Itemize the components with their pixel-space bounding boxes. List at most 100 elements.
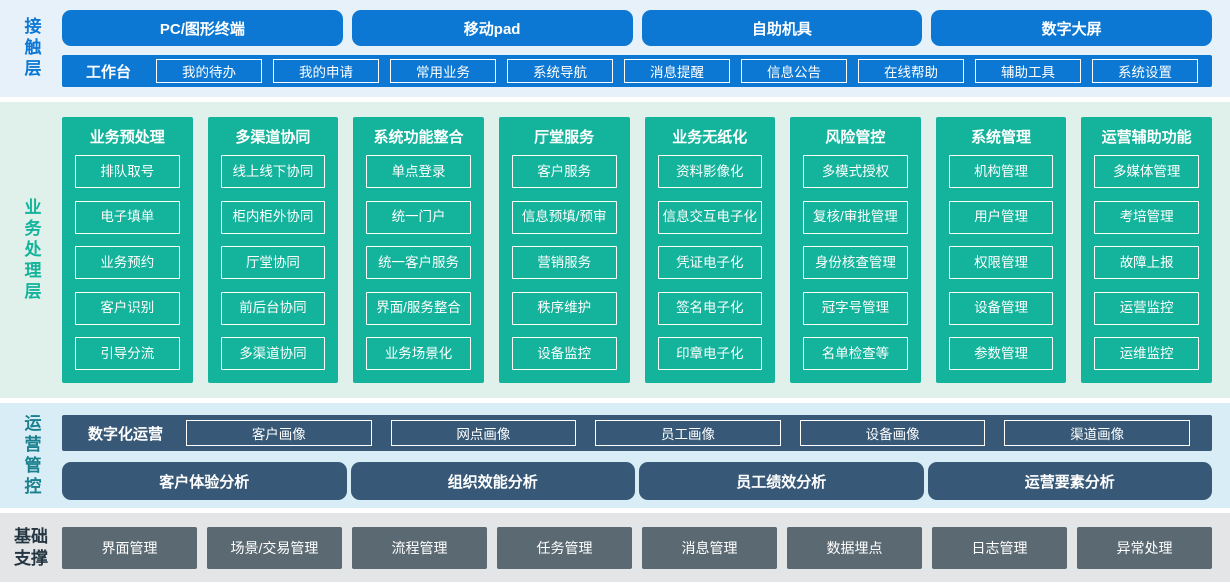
business-function-box: 设备管理 [948,291,1054,325]
business-function-box: 多模式授权 [803,155,908,188]
business-function-box: 凭证电子化 [657,246,763,279]
column-title: 业务无纸化 [672,129,748,146]
foundation-module: 任务管理 [497,526,632,569]
column-system-integration: 系统功能整合 单点登录统一门户统一客户服务界面/服务整合业务场景化 [353,117,484,383]
business-function-box: 业务预约 [75,246,180,279]
business-function-box: 考培管理 [1094,200,1199,234]
business-function-box: 机构管理 [948,155,1054,188]
terminal-button: 数字大屏 [931,10,1212,46]
profile-box: 员工画像 [595,420,781,446]
business-function-box: 资料影像化 [657,155,763,188]
digital-operations-label: 数字化运营 [88,425,164,443]
business-function-box: 信息预填/预审 [511,200,617,234]
band-divider [0,508,1230,513]
business-function-box: 前后台协同 [220,291,326,325]
business-layer-band: 业务处理层 业务预处理 排队取号电子填单业务预约客户识别引导分流 多渠道协同 线… [0,102,1230,398]
business-columns: 业务预处理 排队取号电子填单业务预约客户识别引导分流 多渠道协同 线上线下协同柜… [62,117,1212,383]
business-function-box: 信息交互电子化 [657,200,763,234]
foundation-row: 界面管理场景/交易管理流程管理任务管理消息管理数据埋点日志管理异常处理 [62,513,1212,582]
operations-content: 数字化运营 客户画像网点画像员工画像设备画像渠道画像 客户体验分析组织效能分析员… [62,403,1230,508]
terminal-button: PC/图形终端 [62,10,343,46]
analysis-button: 员工绩效分析 [639,462,924,500]
business-function-box: 厅堂协同 [220,246,326,279]
foundation-module: 数据埋点 [787,526,922,569]
foundation-module: 日志管理 [932,526,1067,569]
business-function-box: 秩序维护 [511,291,617,325]
digital-operations-bar: 数字化运营 客户画像网点画像员工画像设备画像渠道画像 [62,415,1212,451]
business-function-box: 单点登录 [366,155,471,188]
column-title: 风险管控 [825,129,886,146]
workbench-item: 系统导航 [507,59,614,83]
band-divider [0,97,1230,102]
foundation-band: 基础 支撑 界面管理场景/交易管理流程管理任务管理消息管理数据埋点日志管理异常处… [0,513,1230,582]
business-function-box: 运维监控 [1094,337,1199,370]
workbench-bar: 工作台 我的待办我的申请常用业务系统导航消息提醒信息公告在线帮助辅助工具系统设置 [62,55,1212,87]
business-function-box: 统一客户服务 [366,246,471,279]
column-business-preprocess: 业务预处理 排队取号电子填单业务预约客户识别引导分流 [62,117,193,383]
analysis-button: 客户体验分析 [62,462,347,500]
business-function-box: 参数管理 [948,337,1054,370]
business-function-box: 冠字号管理 [803,291,908,325]
operations-band: 运营管控 数字化运营 客户画像网点画像员工画像设备画像渠道画像 客户体验分析组织… [0,403,1230,508]
business-function-box: 故障上报 [1094,246,1199,279]
column-risk-control: 风险管控 多模式授权复核/审批管理身份核查管理冠字号管理名单检查等 [790,117,921,383]
column-title: 多渠道协同 [235,129,311,146]
workbench-label: 工作台 [86,63,132,81]
business-layer-content: 业务预处理 排队取号电子填单业务预约客户识别引导分流 多渠道协同 线上线下协同柜… [62,102,1230,398]
business-function-box: 营销服务 [511,246,617,279]
column-title: 业务预处理 [89,129,165,146]
foundation-label: 基础 支撑 [14,527,48,568]
column-operations-aux: 运营辅助功能 多媒体管理考培管理故障上报运营监控运维监控 [1081,117,1212,383]
business-function-box: 客户识别 [75,291,180,325]
business-function-box: 设备监控 [511,337,617,370]
business-function-box: 柜内柜外协同 [220,200,326,234]
business-function-box: 运营监控 [1094,291,1199,325]
analysis-row: 客户体验分析组织效能分析员工绩效分析运营要素分析 [62,462,1212,500]
workbench-items: 我的待办我的申请常用业务系统导航消息提醒信息公告在线帮助辅助工具系统设置 [156,59,1199,83]
profile-items: 客户画像网点画像员工画像设备画像渠道画像 [186,420,1190,446]
contact-layer-label-area: 接触层 [0,0,62,97]
operations-label: 运营管控 [21,413,41,498]
business-function-box: 复核/审批管理 [803,200,908,234]
business-function-box: 印章电子化 [657,337,763,370]
business-function-box: 业务场景化 [366,337,471,370]
business-function-box: 客户服务 [511,155,617,188]
workbench-item: 常用业务 [390,59,497,83]
column-title: 系统功能整合 [373,129,464,146]
contact-layer-label: 接触层 [21,17,41,80]
business-function-box: 排队取号 [75,155,180,188]
foundation-module: 场景/交易管理 [207,526,342,569]
profile-box: 客户画像 [186,420,372,446]
column-system-admin: 系统管理 机构管理用户管理权限管理设备管理参数管理 [935,117,1067,383]
workbench-item: 我的待办 [156,59,263,83]
column-title: 厅堂服务 [534,129,595,146]
analysis-button: 运营要素分析 [927,462,1212,500]
column-title: 运营辅助功能 [1101,129,1192,146]
foundation-module: 异常处理 [1077,526,1212,569]
workbench-item: 消息提醒 [624,59,731,83]
workbench-item: 在线帮助 [858,59,965,83]
foundation-content: 界面管理场景/交易管理流程管理任务管理消息管理数据埋点日志管理异常处理 [62,513,1230,582]
profile-box: 设备画像 [799,420,986,446]
business-function-box: 统一门户 [366,200,471,234]
workbench-item: 系统设置 [1092,59,1199,83]
business-function-box: 权限管理 [948,246,1054,279]
analysis-button: 组织效能分析 [350,462,635,500]
business-function-box: 名单检查等 [803,337,908,370]
terminal-button: 自助机具 [641,10,923,46]
business-layer-label: 业务处理层 [21,197,41,303]
column-hall-service: 厅堂服务 客户服务信息预填/预审营销服务秩序维护设备监控 [498,117,630,383]
business-layer-label-area: 业务处理层 [0,102,62,398]
foundation-module: 消息管理 [642,526,777,569]
business-function-box: 签名电子化 [657,291,763,325]
workbench-item: 辅助工具 [975,59,1082,83]
column-paperless: 业务无纸化 资料影像化信息交互电子化凭证电子化签名电子化印章电子化 [644,117,776,383]
business-function-box: 多渠道协同 [220,337,326,370]
business-function-box: 身份核查管理 [803,246,908,279]
workbench-item: 我的申请 [273,59,380,83]
business-function-box: 用户管理 [948,200,1054,234]
profile-box: 网点画像 [390,420,577,446]
